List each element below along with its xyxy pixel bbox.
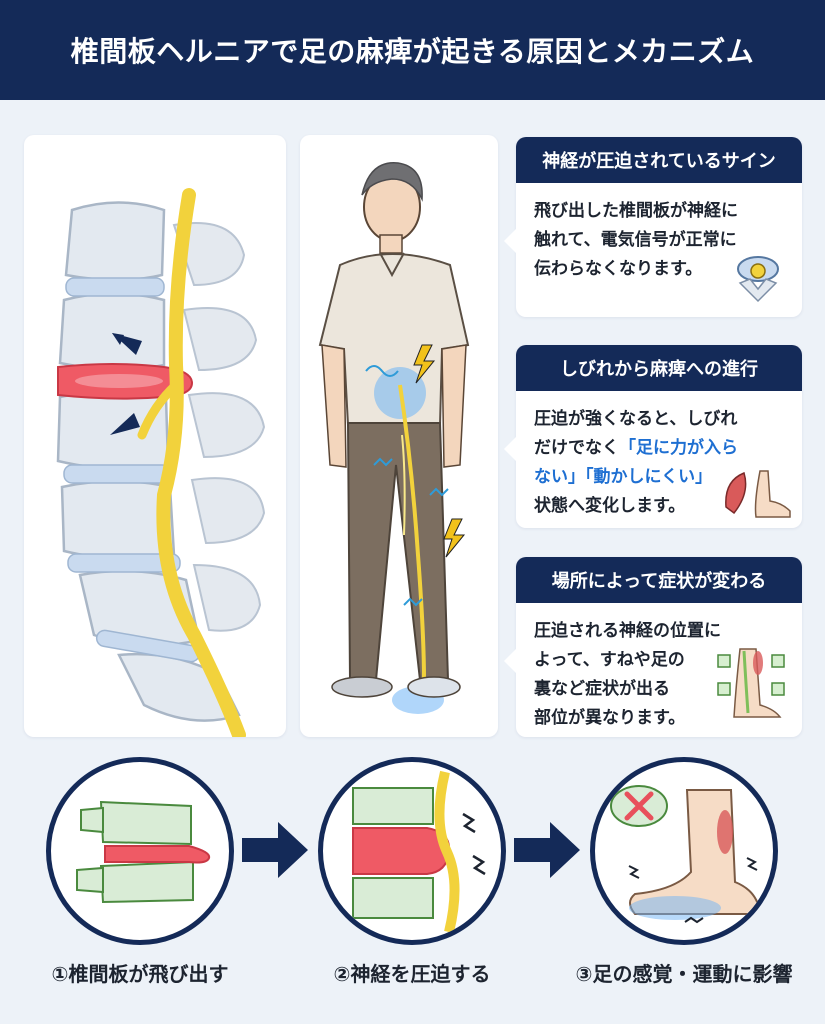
foot-numbness-icon bbox=[610, 785, 761, 924]
step-3-circle bbox=[590, 757, 778, 945]
page-header: 椎間板ヘルニアで足の麻痺が起きる原因とメカニズム bbox=[0, 0, 825, 100]
card-line: 伝わらなくなります。 bbox=[534, 258, 703, 279]
disc-herniation-icon bbox=[76, 800, 211, 904]
step-2-label: ②神経を圧迫する bbox=[333, 962, 491, 986]
spine-illustration-panel bbox=[24, 135, 286, 737]
spinal-nerve bbox=[156, 188, 246, 737]
tingling-icon bbox=[628, 857, 758, 924]
card-body: 飛び出した椎間板が神経に 触れて、電気信号が正常に 伝わらなくなります。 bbox=[516, 183, 802, 284]
card-line: 状態へ変化します。 bbox=[534, 495, 686, 516]
highlight-text: 「足に力が入ら bbox=[619, 437, 738, 458]
arrow-right-icon bbox=[514, 822, 580, 878]
lightning-icon bbox=[462, 812, 486, 876]
card-title: しびれから麻痺への進行 bbox=[516, 345, 802, 391]
page-title: 椎間板ヘルニアで足の麻痺が起きる原因とメカニズム bbox=[70, 35, 755, 68]
highlight-text: ない」「動かしにくい」 bbox=[534, 466, 713, 487]
lightning-icon bbox=[413, 344, 466, 558]
step-1-circle bbox=[46, 757, 234, 945]
card-line: 飛び出した椎間板が神経に bbox=[534, 201, 738, 221]
card-line: だけでなく「足に力が入ら bbox=[534, 437, 738, 458]
arrow-right-icon bbox=[242, 822, 308, 878]
brain-cross-icon bbox=[610, 785, 668, 827]
card-line: 圧迫される神経の位置に bbox=[534, 621, 721, 641]
card-title: 神経が圧迫されているサイン bbox=[516, 137, 802, 183]
card-title: 場所によって症状が変わる bbox=[516, 557, 802, 603]
lumbar-spine-illustration bbox=[56, 188, 266, 737]
compression-arrow-icon bbox=[110, 333, 142, 435]
step-2-circle bbox=[318, 757, 506, 945]
muscle-foot-icon bbox=[725, 470, 791, 518]
step-1-label: ①椎間板が飛び出す bbox=[51, 962, 229, 986]
nerve-compression-icon bbox=[352, 770, 486, 934]
card-line: 裏など症状が出る bbox=[534, 678, 670, 699]
info-card-location: 場所によって症状が変わる 圧迫される神経の位置に よって、すねや足の 裏など症状… bbox=[504, 557, 802, 737]
card-line: よって、すねや足の bbox=[534, 649, 685, 670]
card-line: 触れて、電気信号が正常に bbox=[534, 229, 737, 250]
leg-nerve-map-icon bbox=[717, 648, 785, 718]
card-line: 圧迫が強くなると、しびれ bbox=[534, 409, 738, 429]
step-3-label: ③足の感覚・運動に影響 bbox=[575, 962, 793, 986]
card-body: 圧迫が強くなると、しびれ だけでなく「足に力が入ら ない」「動かしにくい」 状態… bbox=[516, 391, 802, 521]
spine-cross-section-icon bbox=[737, 256, 779, 303]
card-line: 部位が異なります。 bbox=[534, 707, 686, 728]
info-card-progression: しびれから麻痺への進行 圧迫が強くなると、しびれ だけでなく「足に力が入ら ない… bbox=[504, 345, 802, 528]
tingling-icon bbox=[365, 365, 449, 607]
standing-man-illustration bbox=[318, 162, 470, 714]
card-body: 圧迫される神経の位置に よって、すねや足の 裏など症状が出る 部位が異なります。 bbox=[516, 603, 802, 733]
info-card-nerve-sign: 神経が圧迫されているサイン 飛び出した椎間板が神経に 触れて、電気信号が正常に … bbox=[504, 137, 802, 317]
patient-illustration-panel bbox=[300, 135, 498, 737]
